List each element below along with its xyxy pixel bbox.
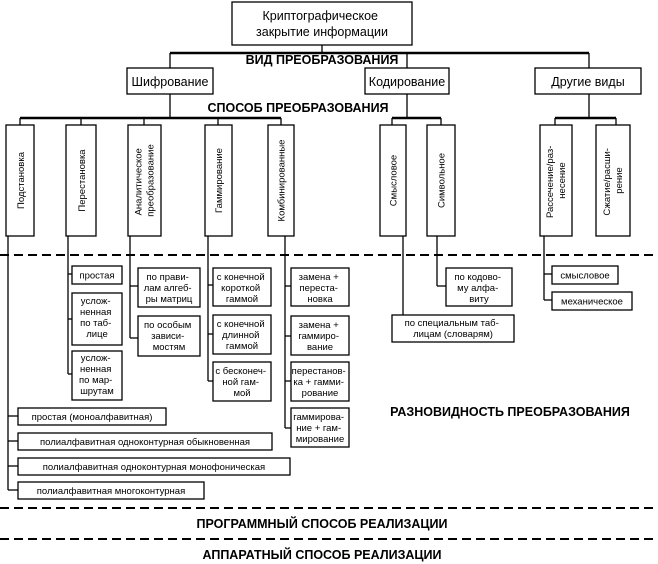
svg-text:Криптографическое закрыт: Криптографическое закрытие информации: [256, 9, 388, 39]
combined-type-gamma-gamma: гаммирова- ние + гам- мирование: [290, 407, 350, 448]
heading-method: СПОСОБ ПРЕОБРАЗОВАНИЯ: [207, 101, 388, 115]
svg-text:смысловое: смысловое: [560, 271, 609, 282]
permutation-type-simple: простая: [71, 265, 123, 285]
substitution-type-mono: простая (моноалфавитная): [17, 407, 167, 426]
svg-text:Перестановка: Перестановка: [77, 149, 88, 212]
svg-text:Смысловое: Смысловое: [389, 155, 400, 206]
svg-text:гаммирова- ние + гам-: гаммирова- ние + гам- мирование: [293, 412, 347, 445]
method-symbolic: Символьное: [426, 124, 456, 237]
kind-encryption: Шифрование: [126, 67, 214, 95]
method-gamma: Гаммирование: [204, 124, 233, 237]
method-substitution: Подстановка: [5, 124, 35, 237]
method-semantic: Смысловое: [379, 124, 407, 237]
heading-variety: РАЗНОВИДНОСТЬ ПРЕОБРАЗОВАНИЯ: [390, 405, 630, 419]
svg-text:полиалфавитная одноконтурная м: полиалфавитная одноконтурная монофоничес…: [43, 462, 265, 473]
svg-text:простая (моноалфавитная): простая (моноалфавитная): [32, 412, 153, 423]
svg-text:с конечной длинной: с конечной длинной гаммой: [217, 319, 268, 352]
other-type-mechanical: механическое: [551, 291, 633, 311]
coding-type-code-alphabet: по кодово- му алфа- виту: [445, 267, 513, 307]
svg-text:механическое: механическое: [561, 297, 623, 308]
svg-text:Аналитическое преобразов: Аналитическое преобразование: [134, 144, 157, 217]
method-analytic: Аналитическое преобразование: [127, 124, 162, 237]
substitution-type-poly-monophonic: полиалфавитная одноконтурная монофоничес…: [17, 457, 291, 476]
gamma-type-long: с конечной длинной гаммой: [212, 314, 272, 355]
permutation-type-routes: услож- ненная по мар- шрутам: [71, 350, 123, 401]
svg-text:Кодирование: Кодирование: [369, 75, 445, 89]
analytic-type-dependencies: по особым зависи- мостям: [137, 315, 201, 357]
kind-other: Другие виды: [534, 67, 642, 95]
svg-text:Подстановка: Подстановка: [16, 151, 27, 209]
svg-text:услож- ненная по т: услож- ненная по таб- лице: [80, 296, 114, 340]
combined-type-sub-gamma: замена + гаммиро- вание: [290, 315, 350, 356]
svg-text:Комбинированные: Комбинированные: [277, 140, 288, 222]
svg-text:замена + переста-: замена + переста- новка: [299, 272, 342, 305]
svg-text:по специальным таб- лица: по специальным таб- лицам (словарям): [405, 318, 502, 340]
svg-text:простая: простая: [79, 271, 114, 282]
method-combined: Комбинированные: [267, 124, 295, 237]
svg-text:Гаммирование: Гаммирование: [214, 148, 225, 213]
substitution-type-poly-multi: полиалфавитная многоконтурная: [17, 481, 205, 500]
gamma-type-infinite: с бесконеч- ной гам- мой: [212, 361, 272, 402]
coding-type-dictionaries: по специальным таб- лицам (словарям): [391, 314, 515, 343]
svg-text:с конечной короткой: с конечной короткой гаммой: [217, 272, 268, 305]
svg-text:Рассечение/раз- несение: Рассечение/раз- несение: [545, 143, 568, 218]
svg-text:по прави- лам алгеб-: по прави- лам алгеб- ры матриц: [144, 272, 195, 305]
svg-text:с бесконеч- ной гам-: с бесконеч- ной гам- мой: [215, 366, 268, 399]
svg-text:Сжатие/расши- рение: Сжатие/расши- рение: [602, 145, 625, 215]
svg-text:услож- ненная по м: услож- ненная по мар- шрутам: [79, 353, 115, 397]
svg-text:полиалфавитная многоконтурная: полиалфавитная многоконтурная: [37, 486, 185, 497]
connectors: [7, 45, 617, 491]
heading-hardware: АППАРАТНЫЙ СПОСОБ РЕАЛИЗАЦИИ: [202, 547, 441, 562]
svg-text:перестанов- ка + гамми-: перестанов- ка + гамми- рование: [292, 366, 349, 399]
combined-type-perm-gamma: перестанов- ка + гамми- рование: [290, 361, 350, 402]
svg-text:Шифрование: Шифрование: [132, 75, 209, 89]
other-type-semantic: смысловое: [551, 265, 619, 285]
svg-text:по кодово- му алфа-: по кодово- му алфа- виту: [454, 272, 503, 305]
svg-text:по особым зависи-: по особым зависи- мостям: [144, 320, 194, 353]
analytic-type-matrix: по прави- лам алгеб- ры матриц: [137, 267, 201, 308]
svg-text:Символьное: Символьное: [437, 153, 448, 208]
method-compress: Сжатие/расши- рение: [595, 124, 631, 237]
gamma-type-short: с конечной короткой гаммой: [212, 267, 272, 307]
heading-kind: ВИД ПРЕОБРАЗОВАНИЯ: [246, 53, 399, 67]
method-scatter: Рассечение/раз- несение: [539, 124, 573, 237]
substitution-type-poly-ordinary: полиалфавитная одноконтурная обыкновенна…: [17, 432, 273, 451]
svg-text:Другие виды: Другие виды: [551, 75, 624, 89]
method-permutation: Перестановка: [65, 124, 97, 237]
svg-text:замена + гаммиро-: замена + гаммиро- вание: [298, 320, 341, 353]
combined-type-sub-perm: замена + переста- новка: [290, 267, 350, 307]
heading-software: ПРОГРАММНЫЙ СПОСОБ РЕАЛИЗАЦИИ: [197, 516, 448, 531]
svg-text:полиалфавитная одноконтурная о: полиалфавитная одноконтурная обыкновенна…: [40, 437, 250, 448]
permutation-type-table: услож- ненная по таб- лице: [71, 292, 123, 346]
kind-coding: Кодирование: [364, 67, 450, 95]
root-node: Криптографическое закрытие информации: [231, 1, 413, 46]
